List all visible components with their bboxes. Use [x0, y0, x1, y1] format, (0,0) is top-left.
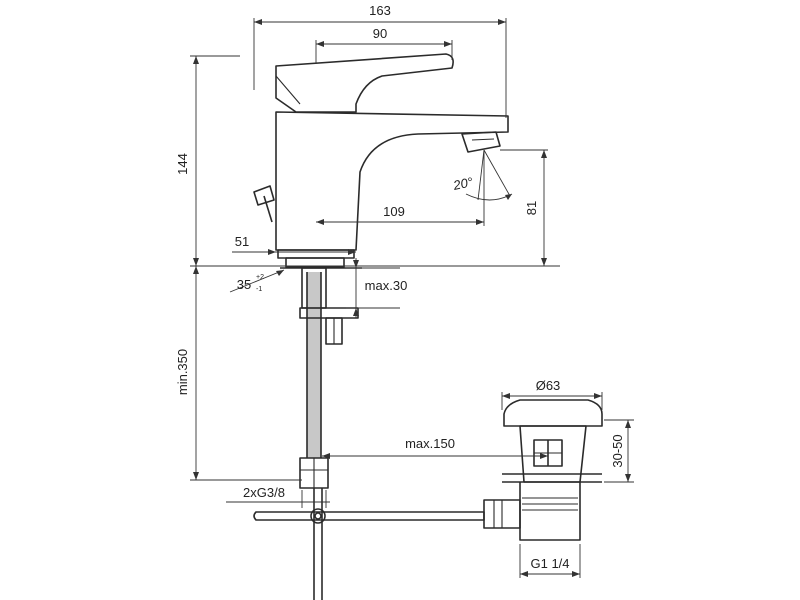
dimension-lines — [190, 18, 634, 578]
faucet-body — [275, 111, 509, 251]
label-height: 144 — [175, 153, 190, 175]
aerator — [461, 131, 501, 153]
braided-hose — [307, 272, 321, 458]
label-tolerance-plus: +2 — [256, 274, 264, 281]
label-min-hose: min.350 — [175, 349, 190, 395]
label-hose-connections: 2xG3/8 — [243, 485, 285, 500]
base-plate — [277, 249, 355, 259]
label-lever-length: 90 — [373, 26, 387, 41]
label-waste-range: 30-50 — [610, 434, 625, 467]
waste-flange — [503, 399, 603, 427]
label-waste-thread: G1 1/4 — [530, 556, 569, 571]
installation-parts — [253, 267, 485, 600]
label-base-to-pop-up: 51 — [235, 234, 249, 249]
lever-handle — [275, 53, 454, 113]
label-waste-flange: Ø63 — [536, 378, 561, 393]
label-tap-hole: 35 — [237, 277, 251, 292]
pop-up-rod — [253, 511, 485, 521]
dimension-labels: 163 90 144 109 81 20° 51 35 +2 -1 max.30… — [175, 3, 625, 571]
waste-valve — [483, 399, 603, 541]
label-max-deck: max.30 — [365, 278, 408, 293]
label-spray-angle: 20° — [451, 174, 474, 193]
label-overall-length: 163 — [369, 3, 391, 18]
pop-up-knob — [253, 185, 275, 206]
rod-clip — [310, 508, 326, 524]
label-max-rod: max.150 — [405, 436, 455, 451]
label-spout-reach: 109 — [383, 204, 405, 219]
faucet — [253, 53, 509, 268]
label-spout-height: 81 — [524, 201, 539, 215]
label-tolerance-minus: -1 — [256, 286, 262, 293]
